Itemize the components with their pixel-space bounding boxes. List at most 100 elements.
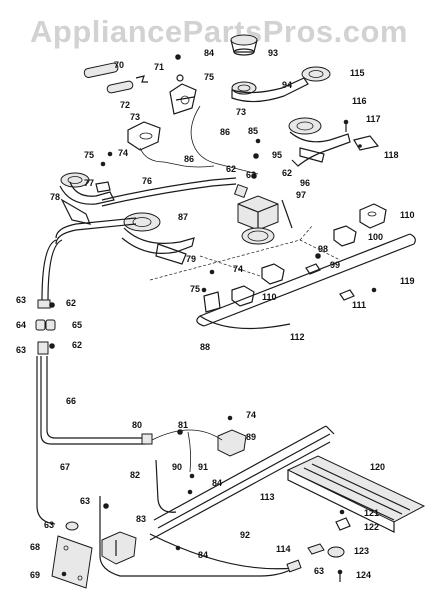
part-label-84: 84 xyxy=(212,478,222,488)
part-63-fitting-lower xyxy=(103,503,109,509)
part-label-97: 97 xyxy=(296,190,306,200)
part-110-valve-mid xyxy=(231,285,255,307)
part-label-77: 77 xyxy=(84,178,94,188)
part-label-113: 113 xyxy=(260,492,275,502)
part-label-75: 75 xyxy=(84,150,94,160)
part-label-99: 99 xyxy=(330,260,340,270)
part-119-screw xyxy=(371,287,377,293)
part-111-clip xyxy=(339,289,355,301)
part-84-screw xyxy=(175,54,181,60)
part-85-screw xyxy=(255,138,261,144)
part-65-coupling xyxy=(45,319,56,331)
part-123-shutter xyxy=(327,546,345,558)
part-71-clip xyxy=(135,75,148,83)
part-117-screw xyxy=(343,119,349,132)
part-label-62: 62 xyxy=(282,168,292,178)
part-label-121: 121 xyxy=(364,508,379,518)
part-label-117: 117 xyxy=(366,114,381,124)
part-76-manifold-tube xyxy=(101,177,237,207)
part-63-fitting-bottom-right xyxy=(286,559,302,573)
part-label-122: 122 xyxy=(364,522,379,532)
part-69-screw xyxy=(61,571,67,577)
part-label-78: 78 xyxy=(50,192,60,202)
part-82-tube xyxy=(155,459,177,513)
part-87-burner-center xyxy=(121,212,195,265)
part-92-tube xyxy=(99,496,295,577)
part-label-85: 85 xyxy=(248,126,258,136)
part-label-70: 70 xyxy=(114,60,124,70)
part-99-fitting xyxy=(305,263,321,275)
part-73-valve-upper xyxy=(169,83,197,115)
part-73-valve-left xyxy=(127,121,161,151)
part-75-nut-mid xyxy=(201,287,207,293)
frame-outline xyxy=(149,225,341,281)
part-label-80: 80 xyxy=(132,420,142,430)
part-120-broiler-burner xyxy=(286,455,426,533)
part-label-110: 110 xyxy=(400,210,415,220)
part-94-burner-upper-right xyxy=(231,66,331,103)
part-74-screw-lower xyxy=(227,415,233,421)
part-91-screw xyxy=(189,473,195,479)
part-97-regulator xyxy=(237,195,293,245)
part-label-63: 63 xyxy=(314,566,324,576)
part-label-79: 79 xyxy=(186,254,196,264)
part-label-67: 67 xyxy=(60,462,70,472)
part-label-96: 96 xyxy=(300,178,310,188)
part-label-82: 82 xyxy=(130,470,140,480)
part-label-89: 89 xyxy=(246,432,256,442)
part-label-81: 81 xyxy=(178,420,188,430)
part-label-75: 75 xyxy=(204,72,214,82)
part-80-fitting xyxy=(141,433,153,445)
part-label-69: 69 xyxy=(30,570,40,580)
part-label-66: 66 xyxy=(66,396,76,406)
part-label-84: 84 xyxy=(198,550,208,560)
part-68-plate xyxy=(51,535,93,589)
part-label-74: 74 xyxy=(233,264,243,274)
part-110-valve-right xyxy=(359,203,387,229)
part-62-fitting-upper xyxy=(233,183,249,199)
part-74-screw-mid xyxy=(209,269,215,275)
part-label-110: 110 xyxy=(262,292,277,302)
part-124-screw xyxy=(337,569,343,582)
part-label-94: 94 xyxy=(282,80,292,90)
part-66-tube xyxy=(40,356,145,445)
part-label-90: 90 xyxy=(172,462,182,472)
part-label-63: 63 xyxy=(246,170,256,180)
part-label-76: 76 xyxy=(142,176,152,186)
part-116-burner-lower-right xyxy=(288,117,351,167)
part-63-fitting-left-lower xyxy=(37,341,49,355)
part-63-fitting-bottom-left xyxy=(65,521,79,531)
part-79-main-tube xyxy=(41,217,137,301)
part-77-igniter xyxy=(95,181,111,193)
part-label-112: 112 xyxy=(290,332,305,342)
part-62-fitting-left xyxy=(49,302,55,308)
part-label-64: 64 xyxy=(16,320,26,330)
part-label-73: 73 xyxy=(236,107,246,117)
part-95-screw xyxy=(253,153,259,159)
part-label-74: 74 xyxy=(118,148,128,158)
part-64-coupling xyxy=(35,319,46,331)
part-74-screw-left xyxy=(107,151,113,157)
part-83-valve xyxy=(101,531,137,565)
part-98-fitting xyxy=(315,253,321,259)
part-label-91: 91 xyxy=(198,462,208,472)
part-label-86: 86 xyxy=(220,127,230,137)
part-label-98: 98 xyxy=(318,244,328,254)
part-label-63: 63 xyxy=(16,345,26,355)
part-86-wire-upper xyxy=(190,105,259,175)
part-118-bracket xyxy=(353,135,380,151)
part-label-63: 63 xyxy=(16,295,26,305)
part-label-63: 63 xyxy=(80,496,90,506)
part-90-wire xyxy=(151,429,223,473)
part-label-87: 87 xyxy=(178,212,188,222)
part-84-screw-lower xyxy=(187,489,193,495)
part-label-63: 63 xyxy=(44,520,54,530)
part-122-bracket xyxy=(335,517,351,531)
part-100-valve-mid xyxy=(261,263,285,285)
part-label-114: 114 xyxy=(276,544,291,554)
part-88-bracket xyxy=(203,291,221,313)
part-63-fitting-upper xyxy=(251,173,257,179)
part-75-nut-left xyxy=(100,161,106,167)
part-label-62: 62 xyxy=(226,164,236,174)
